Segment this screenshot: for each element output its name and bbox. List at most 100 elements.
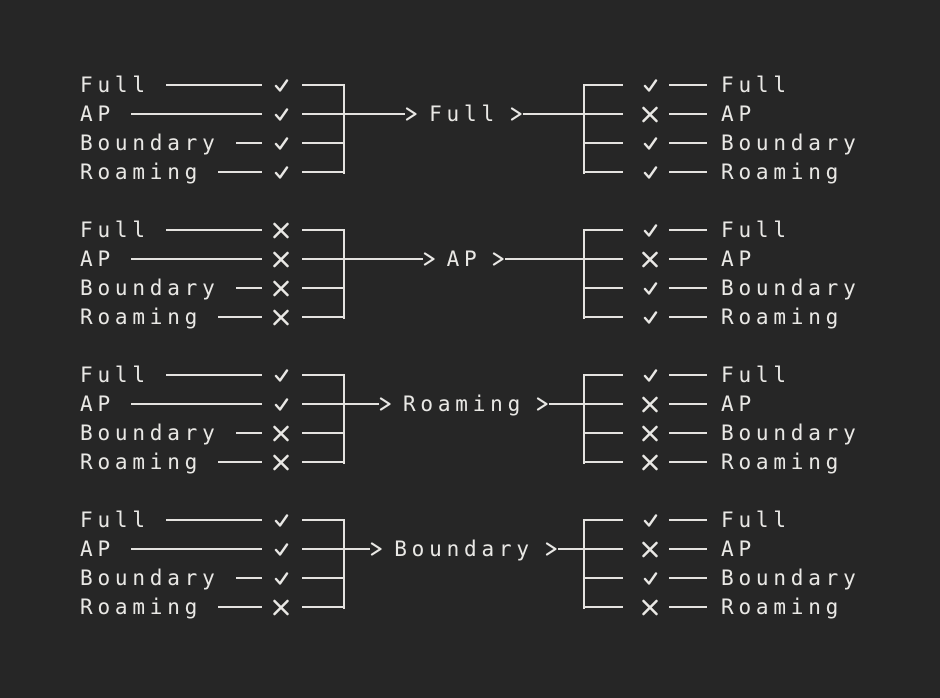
check-icon: [274, 542, 288, 556]
cross-icon: [642, 106, 658, 122]
state-label: AP: [721, 537, 756, 561]
transition-group-roaming: Full AP Boundary Roaming: [0, 357, 940, 480]
connector-line: [669, 287, 707, 289]
status-mark: [639, 567, 661, 589]
connector-line: [669, 316, 707, 318]
output-state-row: Full: [583, 506, 933, 534]
split-bracket-right: [583, 374, 585, 464]
merge-bracket-left: [343, 519, 345, 609]
output-state-row: Boundary: [583, 129, 933, 157]
connector-line: [302, 403, 345, 405]
status-mark: [270, 364, 292, 386]
state-label: Full: [721, 363, 791, 387]
state-label: Boundary: [80, 566, 220, 590]
state-label: Roaming: [80, 595, 203, 619]
state-label: Full: [80, 363, 150, 387]
state-label: AP: [721, 102, 756, 126]
check-icon: [643, 78, 657, 92]
status-mark: [639, 364, 661, 386]
state-label: Boundary: [721, 276, 861, 300]
state-label: Boundary: [80, 131, 220, 155]
chevron-right-icon: [423, 252, 435, 266]
check-icon: [274, 571, 288, 585]
connector-line: [130, 113, 262, 115]
connector-line: [669, 142, 707, 144]
status-mark: [639, 596, 661, 618]
chevron-right-icon: [371, 542, 382, 556]
connector-line: [669, 519, 707, 521]
output-state-row: Full: [583, 71, 933, 99]
status-mark: [639, 277, 661, 299]
status-mark: [639, 248, 661, 270]
connector-line: [302, 142, 345, 144]
check-icon: [643, 310, 657, 324]
output-state-row: Boundary: [583, 564, 933, 592]
connector-line: [302, 171, 345, 173]
merge-bracket-left: [343, 84, 345, 174]
status-mark: [639, 103, 661, 125]
connector-line: [583, 258, 623, 260]
connector-line: [302, 519, 345, 521]
state-label: AP: [721, 392, 756, 416]
connector-line: [583, 432, 623, 434]
chevron-right-icon: [493, 252, 505, 266]
connector-line: [302, 461, 345, 463]
input-state-row: Roaming: [80, 303, 345, 331]
connector-line: [669, 171, 707, 173]
connector-line: [669, 548, 707, 550]
status-mark: [270, 103, 292, 125]
state-label: Roaming: [80, 160, 203, 184]
connector-line: [583, 577, 623, 579]
connector-line: [557, 548, 586, 550]
connector-line: [583, 84, 623, 86]
state-label: Full: [721, 508, 791, 532]
state-label: Boundary: [80, 421, 220, 445]
connector-line: [583, 316, 623, 318]
connector-line: [302, 287, 345, 289]
connector-line: [302, 548, 345, 550]
status-mark: [639, 132, 661, 154]
connector-line: [669, 229, 707, 231]
connector-line: [583, 461, 623, 463]
status-mark: [270, 538, 292, 560]
status-mark: [270, 219, 292, 241]
check-icon: [274, 513, 288, 527]
state-label: Roaming: [721, 160, 844, 184]
connector-line: [235, 577, 262, 579]
split-bracket-right: [583, 229, 585, 319]
check-icon: [643, 368, 657, 382]
target-state-label: Boundary: [394, 537, 534, 561]
cross-icon: [642, 396, 658, 412]
cross-icon: [273, 309, 289, 325]
connector-line: [669, 258, 707, 260]
connector-line: [302, 316, 345, 318]
connector-line: [583, 403, 623, 405]
status-mark: [270, 451, 292, 473]
split-bracket-right: [583, 84, 585, 174]
connector-line: [583, 171, 623, 173]
status-mark: [639, 422, 661, 444]
status-mark: [639, 538, 661, 560]
input-state-row: Boundary: [80, 564, 345, 592]
status-mark: [270, 248, 292, 270]
output-state-row: Full: [583, 216, 933, 244]
input-state-row: AP: [80, 390, 345, 418]
output-state-row: AP: [583, 245, 933, 273]
state-label: Full: [721, 73, 791, 97]
status-mark: [639, 219, 661, 241]
connector-line: [669, 577, 707, 579]
connector-line: [130, 403, 262, 405]
target-state-label: AP: [446, 247, 482, 271]
check-icon: [274, 78, 288, 92]
check-icon: [643, 281, 657, 295]
connector-line: [302, 432, 345, 434]
transition-arrow: AP: [343, 245, 586, 273]
output-state-row: Boundary: [583, 419, 933, 447]
state-label: Boundary: [80, 276, 220, 300]
chevron-right-icon: [536, 397, 548, 411]
cross-icon: [273, 599, 289, 615]
cross-icon: [642, 599, 658, 615]
connector-line: [302, 84, 345, 86]
connector-line: [583, 229, 623, 231]
connector-line: [669, 606, 707, 608]
